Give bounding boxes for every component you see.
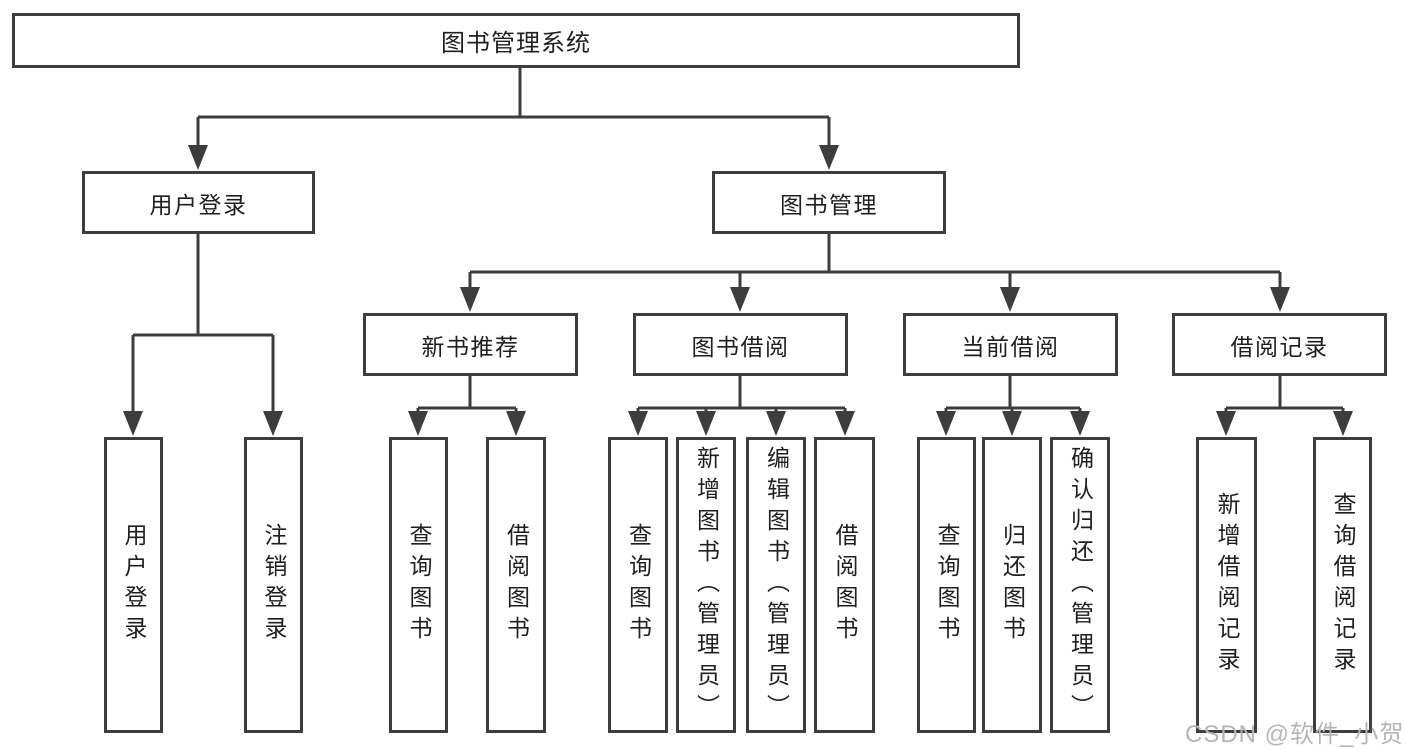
node-label: 借阅记录 xyxy=(1230,333,1329,360)
node-book-management: 图书管理 xyxy=(712,171,946,234)
node-leaf-confirm-return-admin: 确认归还（管理员） xyxy=(1050,437,1110,733)
node-book-borrowing: 图书借阅 xyxy=(633,313,848,376)
node-label: 图书管理 xyxy=(780,191,878,218)
node-new-book-recommendation: 新书推荐 xyxy=(363,313,578,376)
node-label: 图书借阅 xyxy=(691,333,790,360)
node-user-login: 用户登录 xyxy=(82,171,315,234)
node-label: 查询图书 xyxy=(406,523,432,647)
node-leaf-add-borrow-record: 新增借阅记录 xyxy=(1196,437,1257,733)
node-label: 查询借阅记录 xyxy=(1330,492,1356,678)
node-label: 新增借阅记录 xyxy=(1214,492,1240,678)
node-leaf-return-books: 归还图书 xyxy=(982,437,1042,733)
node-leaf-borrow-books-recommend: 借阅图书 xyxy=(486,437,546,733)
node-label: 借阅图书 xyxy=(503,523,530,647)
node-label: 借阅图书 xyxy=(832,523,858,647)
csdn-watermark: CSDN @软件_小贺同学 xyxy=(1185,721,1405,748)
node-label: 归还图书 xyxy=(999,523,1026,647)
node-leaf-add-book-admin: 新增图书（管理员） xyxy=(676,437,736,733)
node-label: 新增图书（管理员） xyxy=(693,445,720,725)
node-label: 用户登录 xyxy=(149,191,248,218)
node-borrowing-records: 借阅记录 xyxy=(1172,313,1387,376)
node-leaf-edit-book-admin: 编辑图书（管理员） xyxy=(746,437,806,733)
node-library-management-system: 图书管理系统 xyxy=(12,13,1020,68)
node-leaf-query-books-recommend: 查询图书 xyxy=(389,437,448,733)
node-label: 当前借阅 xyxy=(961,333,1060,360)
node-leaf-query-books-borrowing: 查询图书 xyxy=(608,437,668,733)
node-label: 确认归还（管理员） xyxy=(1067,445,1094,725)
node-current-borrowing: 当前借阅 xyxy=(903,313,1118,376)
node-leaf-user-login: 用户登录 xyxy=(104,437,163,733)
node-label: 用户登录 xyxy=(121,523,147,647)
arrowheads xyxy=(123,145,1353,436)
node-leaf-query-borrow-record: 查询借阅记录 xyxy=(1313,437,1372,733)
node-leaf-borrow-books: 借阅图书 xyxy=(814,437,875,733)
node-leaf-query-books-current: 查询图书 xyxy=(917,437,976,733)
node-label: 注销登录 xyxy=(261,523,287,647)
node-leaf-logout: 注销登录 xyxy=(244,437,303,733)
node-label: 图书管理系统 xyxy=(441,30,591,57)
node-label: 新书推荐 xyxy=(421,333,520,360)
node-label: 查询图书 xyxy=(625,523,652,647)
node-label: 查询图书 xyxy=(934,523,960,647)
node-label: 编辑图书（管理员） xyxy=(763,445,790,725)
